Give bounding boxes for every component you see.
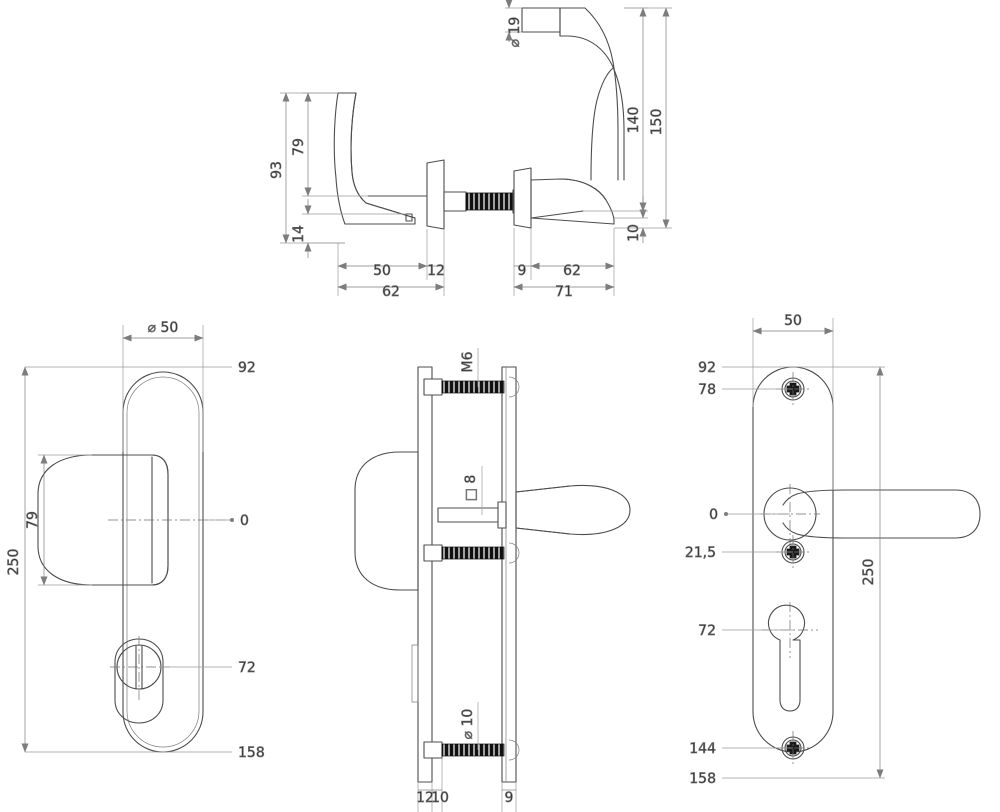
lever-rose-plate [513, 167, 532, 229]
dim-chain-middle: 12 10 9 [416, 758, 517, 812]
dim-label-62b: 62 [563, 263, 581, 279]
dim-label-71: 71 [555, 284, 573, 300]
dim-215-right: 21,5 [684, 545, 793, 561]
dim-label-79-left: 79 [25, 511, 41, 529]
lever-grip-upper [521, 7, 625, 181]
dim-label-158-left: 158 [238, 745, 265, 761]
dim-dia10: ⌀ 10 [460, 702, 479, 750]
bolt-thread-bottom [441, 743, 505, 757]
dim-label-62a: 62 [382, 284, 400, 300]
dim-0-left: 0 [203, 513, 249, 529]
dim-label-sq8: □ 8 [463, 475, 479, 502]
middle-bolt-mid [423, 542, 520, 564]
dim-label-158-right: 158 [689, 771, 716, 787]
dim-label-140: 140 [626, 107, 642, 134]
dim-158-left: 158 [25, 745, 265, 761]
middle-lever-body [515, 484, 631, 536]
right-view: 50 92 78 0 21,5 72 144 [684, 313, 981, 787]
middle-bolt-bottom [423, 739, 520, 761]
left-view: ⌀ 50 92 0 72 158 250 [6, 320, 265, 762]
dim-label-m6: M6 [460, 351, 476, 372]
dim-label-14: 14 [291, 225, 307, 243]
dim-label-92-right: 92 [698, 360, 716, 376]
dim-label-79-top: 79 [291, 138, 307, 156]
middle-spindle [437, 501, 507, 529]
dim-92-left: 92 [25, 360, 256, 376]
dim-10-top: 10 [583, 196, 648, 243]
dim-label-50-top: 50 [373, 263, 391, 279]
dim-chain-left: 50 12 62 [337, 229, 445, 300]
bolt-head-bottom [423, 741, 443, 759]
bolt-head-mid [423, 544, 443, 562]
dim-label-150: 150 [649, 109, 665, 136]
dim-150: 150 [614, 7, 672, 229]
dim-label-92-left: 92 [238, 360, 256, 376]
right-backplate-outline [752, 366, 834, 753]
dim-140: 140 [614, 7, 648, 219]
spindle-sleeve [443, 191, 467, 212]
dim-93: 93 [269, 92, 345, 244]
dim-label-10-top: 10 [626, 224, 642, 242]
bolt-thread-mid [441, 546, 505, 560]
dim-label-12-mid: 12 [416, 790, 434, 806]
bolt-nut-top [508, 376, 520, 398]
dim-label-dia19: ⌀ 19 [507, 17, 523, 48]
dim-dia50: ⌀ 50 [122, 320, 204, 452]
bolt-thread-top [441, 380, 505, 394]
bolt-nut-mid [508, 542, 520, 564]
knob-side-profile [333, 92, 431, 225]
dim-label-9-mid: 9 [505, 790, 514, 806]
dim-label-0-right: 0 [709, 507, 718, 523]
dim-158-right: 158 [689, 771, 885, 787]
dim-79-left: 79 [25, 454, 92, 586]
bolt-head-top [423, 378, 443, 396]
dim-label-10-mid: 10 [431, 790, 449, 806]
dim-label-78-right: 78 [698, 382, 716, 398]
dim-label-250-left: 250 [6, 549, 22, 576]
left-backplate-outline [122, 371, 204, 753]
dim-144-right: 144 [689, 741, 793, 757]
knob-rose-plate [426, 159, 445, 230]
dim-14: 14 [291, 199, 406, 258]
dim-label-215-right: 21,5 [685, 545, 716, 561]
middle-latch-tab [411, 644, 419, 703]
middle-bolt-top [423, 376, 520, 398]
dim-label-93: 93 [269, 161, 285, 179]
spindle-assembly [443, 189, 523, 214]
bolt-nut-bottom [508, 739, 520, 761]
dim-250-left: 250 [6, 366, 29, 753]
dim-label-dia10: ⌀ 10 [460, 709, 476, 740]
dim-78-right: 78 [698, 382, 793, 398]
dim-label-250-right: 250 [861, 559, 877, 586]
dim-72-right: 72 [698, 623, 793, 639]
dim-label-9-top: 9 [518, 263, 527, 279]
middle-knob-body [354, 451, 419, 591]
dim-dia19: ⌀ 19 [505, 0, 523, 48]
dim-label-144-right: 144 [689, 741, 716, 757]
dim-50-right: 50 [752, 313, 834, 490]
top-view: ⌀ 19 150 140 10 93 [269, 0, 672, 300]
dim-72-left: 72 [160, 660, 256, 676]
dim-label-12-top: 12 [427, 263, 445, 279]
middle-view: M6 □ 8 ⌀ 10 12 10 9 [354, 348, 631, 812]
dim-sq8: □ 8 [463, 466, 483, 515]
dim-label-0-left: 0 [240, 513, 249, 529]
dim-0-right: 0 [709, 507, 790, 523]
lever-side-profile [530, 178, 615, 225]
dim-79-top: 79 [291, 92, 368, 197]
dim-label-72-right: 72 [698, 623, 716, 639]
dim-chain-right: 9 62 71 [513, 228, 615, 300]
middle-knob-backplate [417, 366, 433, 783]
dim-label-dia50: ⌀ 50 [148, 320, 179, 336]
dim-label-50-right: 50 [784, 313, 802, 329]
dim-92-right: 92 [698, 360, 885, 376]
dim-label-72-left: 72 [238, 660, 256, 676]
middle-lever-backplate [501, 366, 517, 783]
dim-250-right: 250 [861, 366, 884, 779]
dim-m6: M6 [460, 348, 479, 387]
left-backplate-inner-edge [126, 376, 200, 748]
